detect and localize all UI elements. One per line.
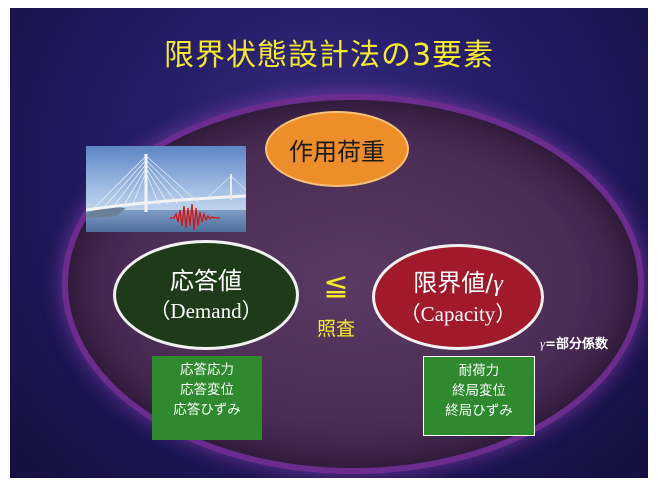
seismic-waveform-icon <box>170 203 220 231</box>
partial-factor-note: γ=部分係数 <box>540 333 608 352</box>
capacity-items-box: 耐荷力 終局変位 終局ひずみ <box>423 356 535 436</box>
capacity-item: 耐荷力 <box>458 363 500 379</box>
capacity-label: 限界値/γ <box>413 267 503 300</box>
demand-item: 応答変位 <box>180 382 234 398</box>
demand-sublabel: （Demand） <box>149 299 263 323</box>
capacity-item: 終局ひずみ <box>445 403 513 419</box>
check-label: 照査 <box>316 318 355 340</box>
gamma-symbol: γ <box>540 336 546 351</box>
demand-items-box: 応答応力 応答変位 応答ひずみ <box>152 356 262 440</box>
capacity-node: 限界値/γ （Capacity） <box>372 244 544 350</box>
bridge-photo <box>86 146 246 232</box>
load-node: 作用荷重 <box>265 111 409 187</box>
demand-item: 応答ひずみ <box>173 402 241 418</box>
demand-item: 応答応力 <box>180 362 234 378</box>
demand-node: 応答値 （Demand） <box>113 240 299 350</box>
cable-stayed-bridge-image <box>86 146 246 232</box>
demand-label: 応答値 <box>170 267 242 295</box>
partial-factor-text: =部分係数 <box>545 337 609 352</box>
capacity-sublabel: （Capacity） <box>399 301 517 326</box>
load-label: 作用荷重 <box>289 137 385 166</box>
capacity-item: 終局変位 <box>452 383 506 399</box>
capacity-gamma: γ <box>493 270 503 297</box>
slide: 限界状態設計法の3要素 <box>10 8 648 478</box>
slide-title: 限界状態設計法の3要素 <box>163 38 495 73</box>
less-or-equal-symbol: ≦ <box>323 268 349 303</box>
capacity-label-text: 限界値/ <box>413 268 494 297</box>
